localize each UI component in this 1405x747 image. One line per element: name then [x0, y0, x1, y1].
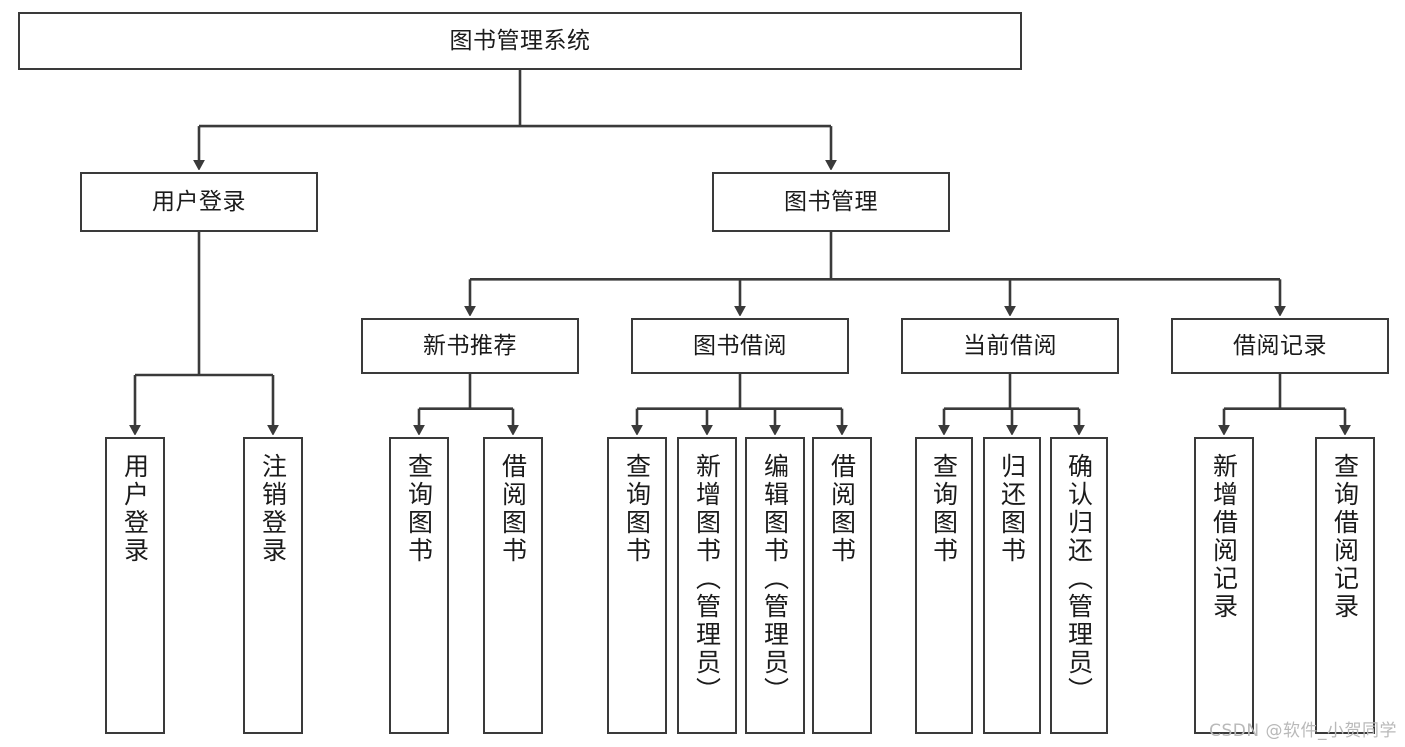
node-root[interactable]: 图书管理系统: [18, 12, 1022, 70]
node-label-l-bw-query: 查询图书: [622, 453, 652, 565]
node-l-nb-query[interactable]: 查询图书: [389, 437, 449, 734]
node-label-l-login: 用户登录: [120, 453, 150, 565]
node-l-bw-query[interactable]: 查询图书: [607, 437, 667, 734]
node-l-nb-borrow[interactable]: 借阅图书: [483, 437, 543, 734]
node-label-root: 图书管理系统: [449, 27, 591, 54]
node-label-records: 借阅记录: [1233, 332, 1327, 359]
node-label-l-cb-query: 查询图书: [929, 453, 959, 565]
node-label-borrow: 图书借阅: [693, 332, 787, 359]
node-records[interactable]: 借阅记录: [1171, 318, 1389, 374]
node-l-rc-query[interactable]: 查询借阅记录: [1315, 437, 1375, 734]
node-bookmgmt[interactable]: 图书管理: [712, 172, 950, 232]
node-l-rc-add[interactable]: 新增借阅记录: [1194, 437, 1254, 734]
csdn-watermark: CSDN @软件_小贺同学: [1209, 721, 1397, 741]
node-label-l-cb-confirm: 确认归还（管理员）: [1064, 453, 1094, 705]
node-label-newbook: 新书推荐: [423, 332, 517, 359]
node-newbook[interactable]: 新书推荐: [361, 318, 579, 374]
node-l-login[interactable]: 用户登录: [105, 437, 165, 734]
node-l-bw-lend[interactable]: 借阅图书: [812, 437, 872, 734]
node-label-l-bw-add: 新增图书（管理员）: [692, 453, 722, 705]
node-label-l-nb-query: 查询图书: [404, 453, 434, 565]
node-l-logout[interactable]: 注销登录: [243, 437, 303, 734]
node-l-bw-add[interactable]: 新增图书（管理员）: [677, 437, 737, 734]
node-label-bookmgmt: 图书管理: [784, 188, 878, 215]
node-label-l-logout: 注销登录: [258, 453, 288, 565]
node-label-l-rc-add: 新增借阅记录: [1209, 453, 1239, 621]
node-current[interactable]: 当前借阅: [901, 318, 1119, 374]
node-label-l-rc-query: 查询借阅记录: [1330, 453, 1360, 621]
node-label-login: 用户登录: [152, 188, 246, 215]
node-l-cb-confirm[interactable]: 确认归还（管理员）: [1050, 437, 1108, 734]
node-l-bw-edit[interactable]: 编辑图书（管理员）: [745, 437, 805, 734]
node-label-l-bw-lend: 借阅图书: [827, 453, 857, 565]
node-l-cb-query[interactable]: 查询图书: [915, 437, 973, 734]
node-label-current: 当前借阅: [963, 332, 1057, 359]
node-label-l-cb-return: 归还图书: [997, 453, 1027, 565]
node-label-l-nb-borrow: 借阅图书: [498, 453, 528, 565]
node-label-l-bw-edit: 编辑图书（管理员）: [760, 453, 790, 705]
node-l-cb-return[interactable]: 归还图书: [983, 437, 1041, 734]
node-login[interactable]: 用户登录: [80, 172, 318, 232]
node-borrow[interactable]: 图书借阅: [631, 318, 849, 374]
